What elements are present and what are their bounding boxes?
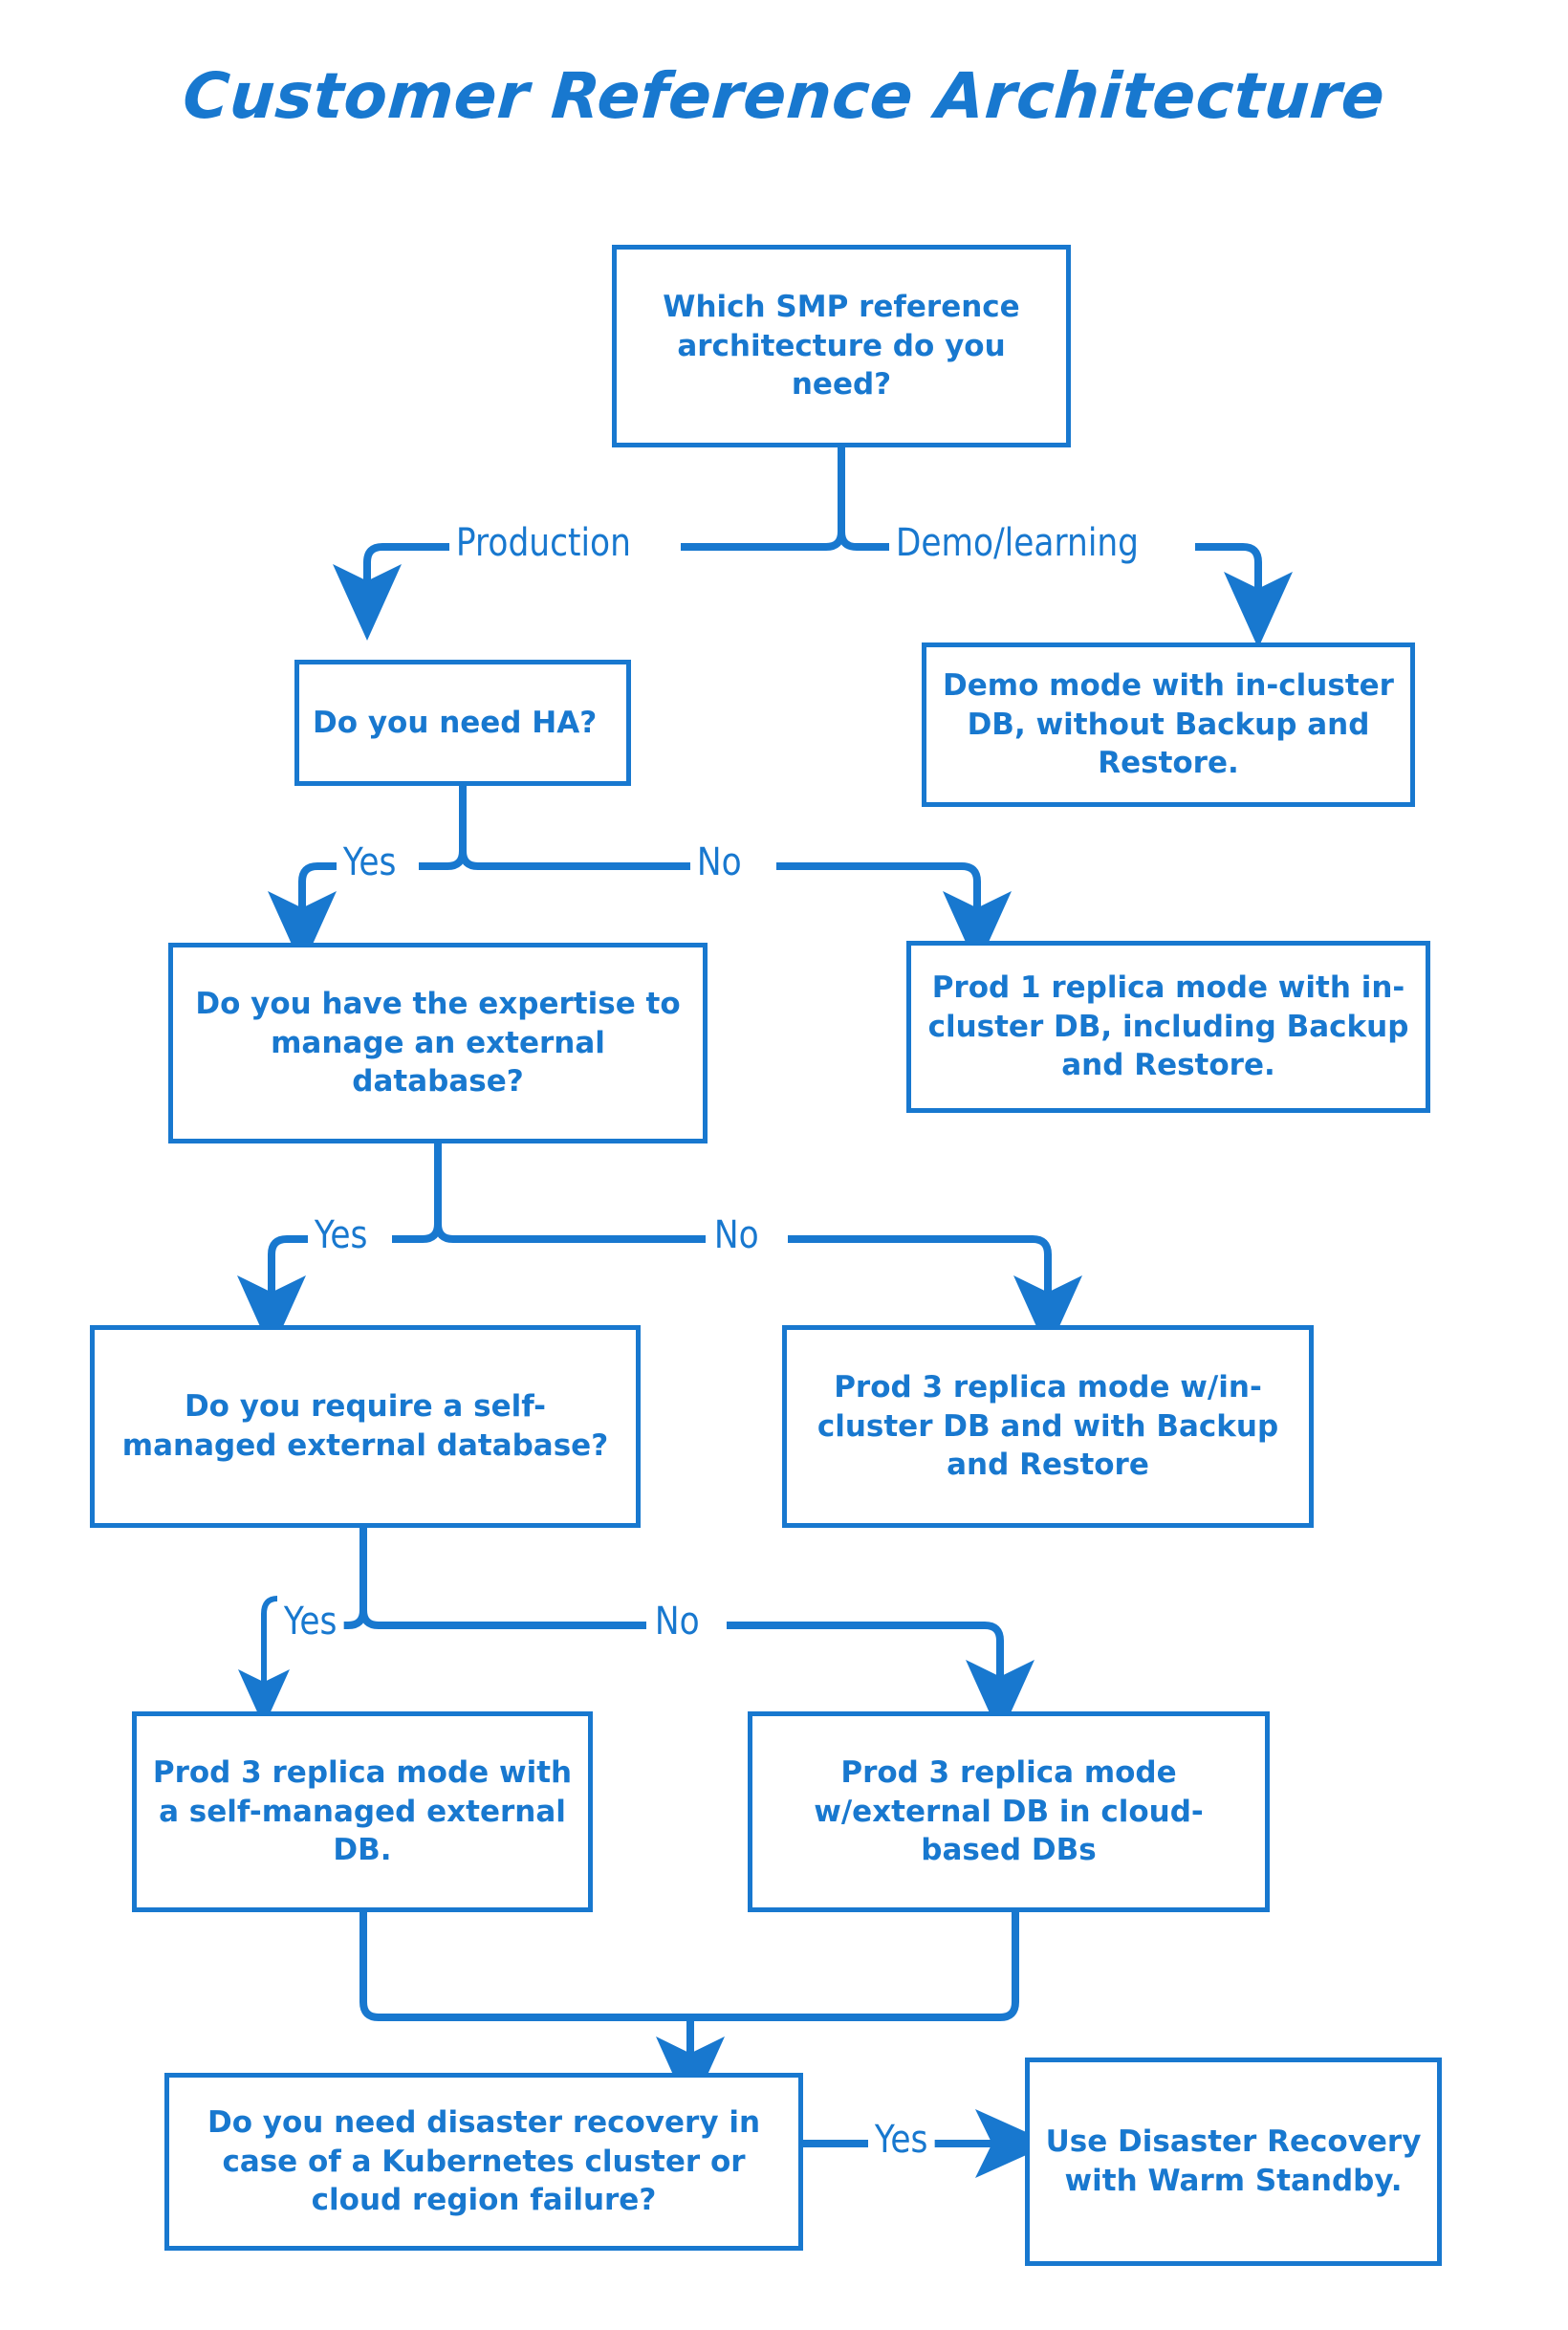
edge-ha-no-bar [459, 850, 696, 870]
node-prod3-cloud[interactable]: Prod 3 replica mode w/external DB in clo… [748, 1711, 1270, 1912]
node-self-managed-db-label: Do you require a self-managed external d… [121, 1389, 609, 1463]
edge-label-expertise-no: No [708, 1216, 766, 1254]
node-prod3-selfmanaged[interactable]: Prod 3 replica mode with a self-managed … [132, 1711, 593, 1912]
edge-expertise-no [788, 1235, 1082, 1352]
edge-expertise-down [392, 1143, 442, 1243]
edge-label-demo-learning: Demo/learning [889, 524, 1145, 562]
edge-selfmanaged-yes [238, 1596, 290, 1727]
edge-production-to-ha [333, 543, 463, 641]
node-start-label: Which SMP reference architecture do you … [663, 289, 1020, 403]
edge-label-ha-no: No [690, 843, 749, 882]
edge-ha-down [419, 786, 467, 870]
edge-start-production [681, 446, 845, 551]
node-need-ha-label: Do you need HA? [313, 705, 598, 740]
node-demo-mode-label: Demo mode with in-cluster DB, without Ba… [943, 667, 1394, 781]
node-start[interactable]: Which SMP reference architecture do you … [612, 245, 1071, 447]
edge-label-ha-yes: Yes [337, 843, 403, 882]
node-prod3-incluster-label: Prod 3 replica mode w/in-cluster DB and … [817, 1369, 1279, 1483]
node-prod1-replica[interactable]: Prod 1 replica mode with in-cluster DB, … [906, 941, 1430, 1113]
node-expertise-label: Do you have the expertise to manage an e… [195, 986, 681, 1100]
edge-start-demo-stub [838, 531, 889, 551]
edge-selfmanaged-no [727, 1622, 1034, 1736]
edge-ha-no [776, 862, 1012, 968]
edge-label-dr-yes: Yes [868, 2121, 935, 2159]
node-warm-standby[interactable]: Use Disaster Recovery with Warm Standby. [1025, 2058, 1442, 2266]
page-title: Customer Reference Architecture [180, 59, 1388, 133]
edge-demo-to-demobox [1195, 543, 1293, 648]
edge-label-selfmanaged-no: No [648, 1602, 707, 1641]
node-need-ha[interactable]: Do you need HA? [294, 660, 631, 786]
edge-label-production: Production [449, 524, 638, 562]
edge-label-selfmanaged-yes: Yes [277, 1602, 344, 1641]
node-demo-mode[interactable]: Demo mode with in-cluster DB, without Ba… [922, 642, 1415, 807]
node-self-managed-db[interactable]: Do you require a self-managed external d… [90, 1325, 641, 1528]
node-prod3-incluster[interactable]: Prod 3 replica mode w/in-cluster DB and … [782, 1325, 1314, 1528]
edge-expertise-no-bar [434, 1223, 706, 1243]
node-expertise[interactable]: Do you have the expertise to manage an e… [168, 943, 708, 1143]
node-prod1-replica-label: Prod 1 replica mode with in-cluster DB, … [927, 969, 1409, 1083]
edge-merge-bar [359, 1912, 1019, 2021]
edge-label-expertise-yes: Yes [308, 1216, 375, 1254]
node-prod3-selfmanaged-label: Prod 3 replica mode with a self-managed … [152, 1754, 573, 1868]
edge-selfmanaged-no-bar [359, 1609, 646, 1629]
node-warm-standby-label: Use Disaster Recovery with Warm Standby. [1045, 2124, 1422, 2198]
node-disaster-recovery[interactable]: Do you need disaster recovery in case of… [164, 2073, 803, 2251]
node-prod3-cloud-label: Prod 3 replica mode w/external DB in clo… [814, 1754, 1204, 1868]
node-disaster-recovery-label: Do you need disaster recovery in case of… [207, 2104, 761, 2218]
